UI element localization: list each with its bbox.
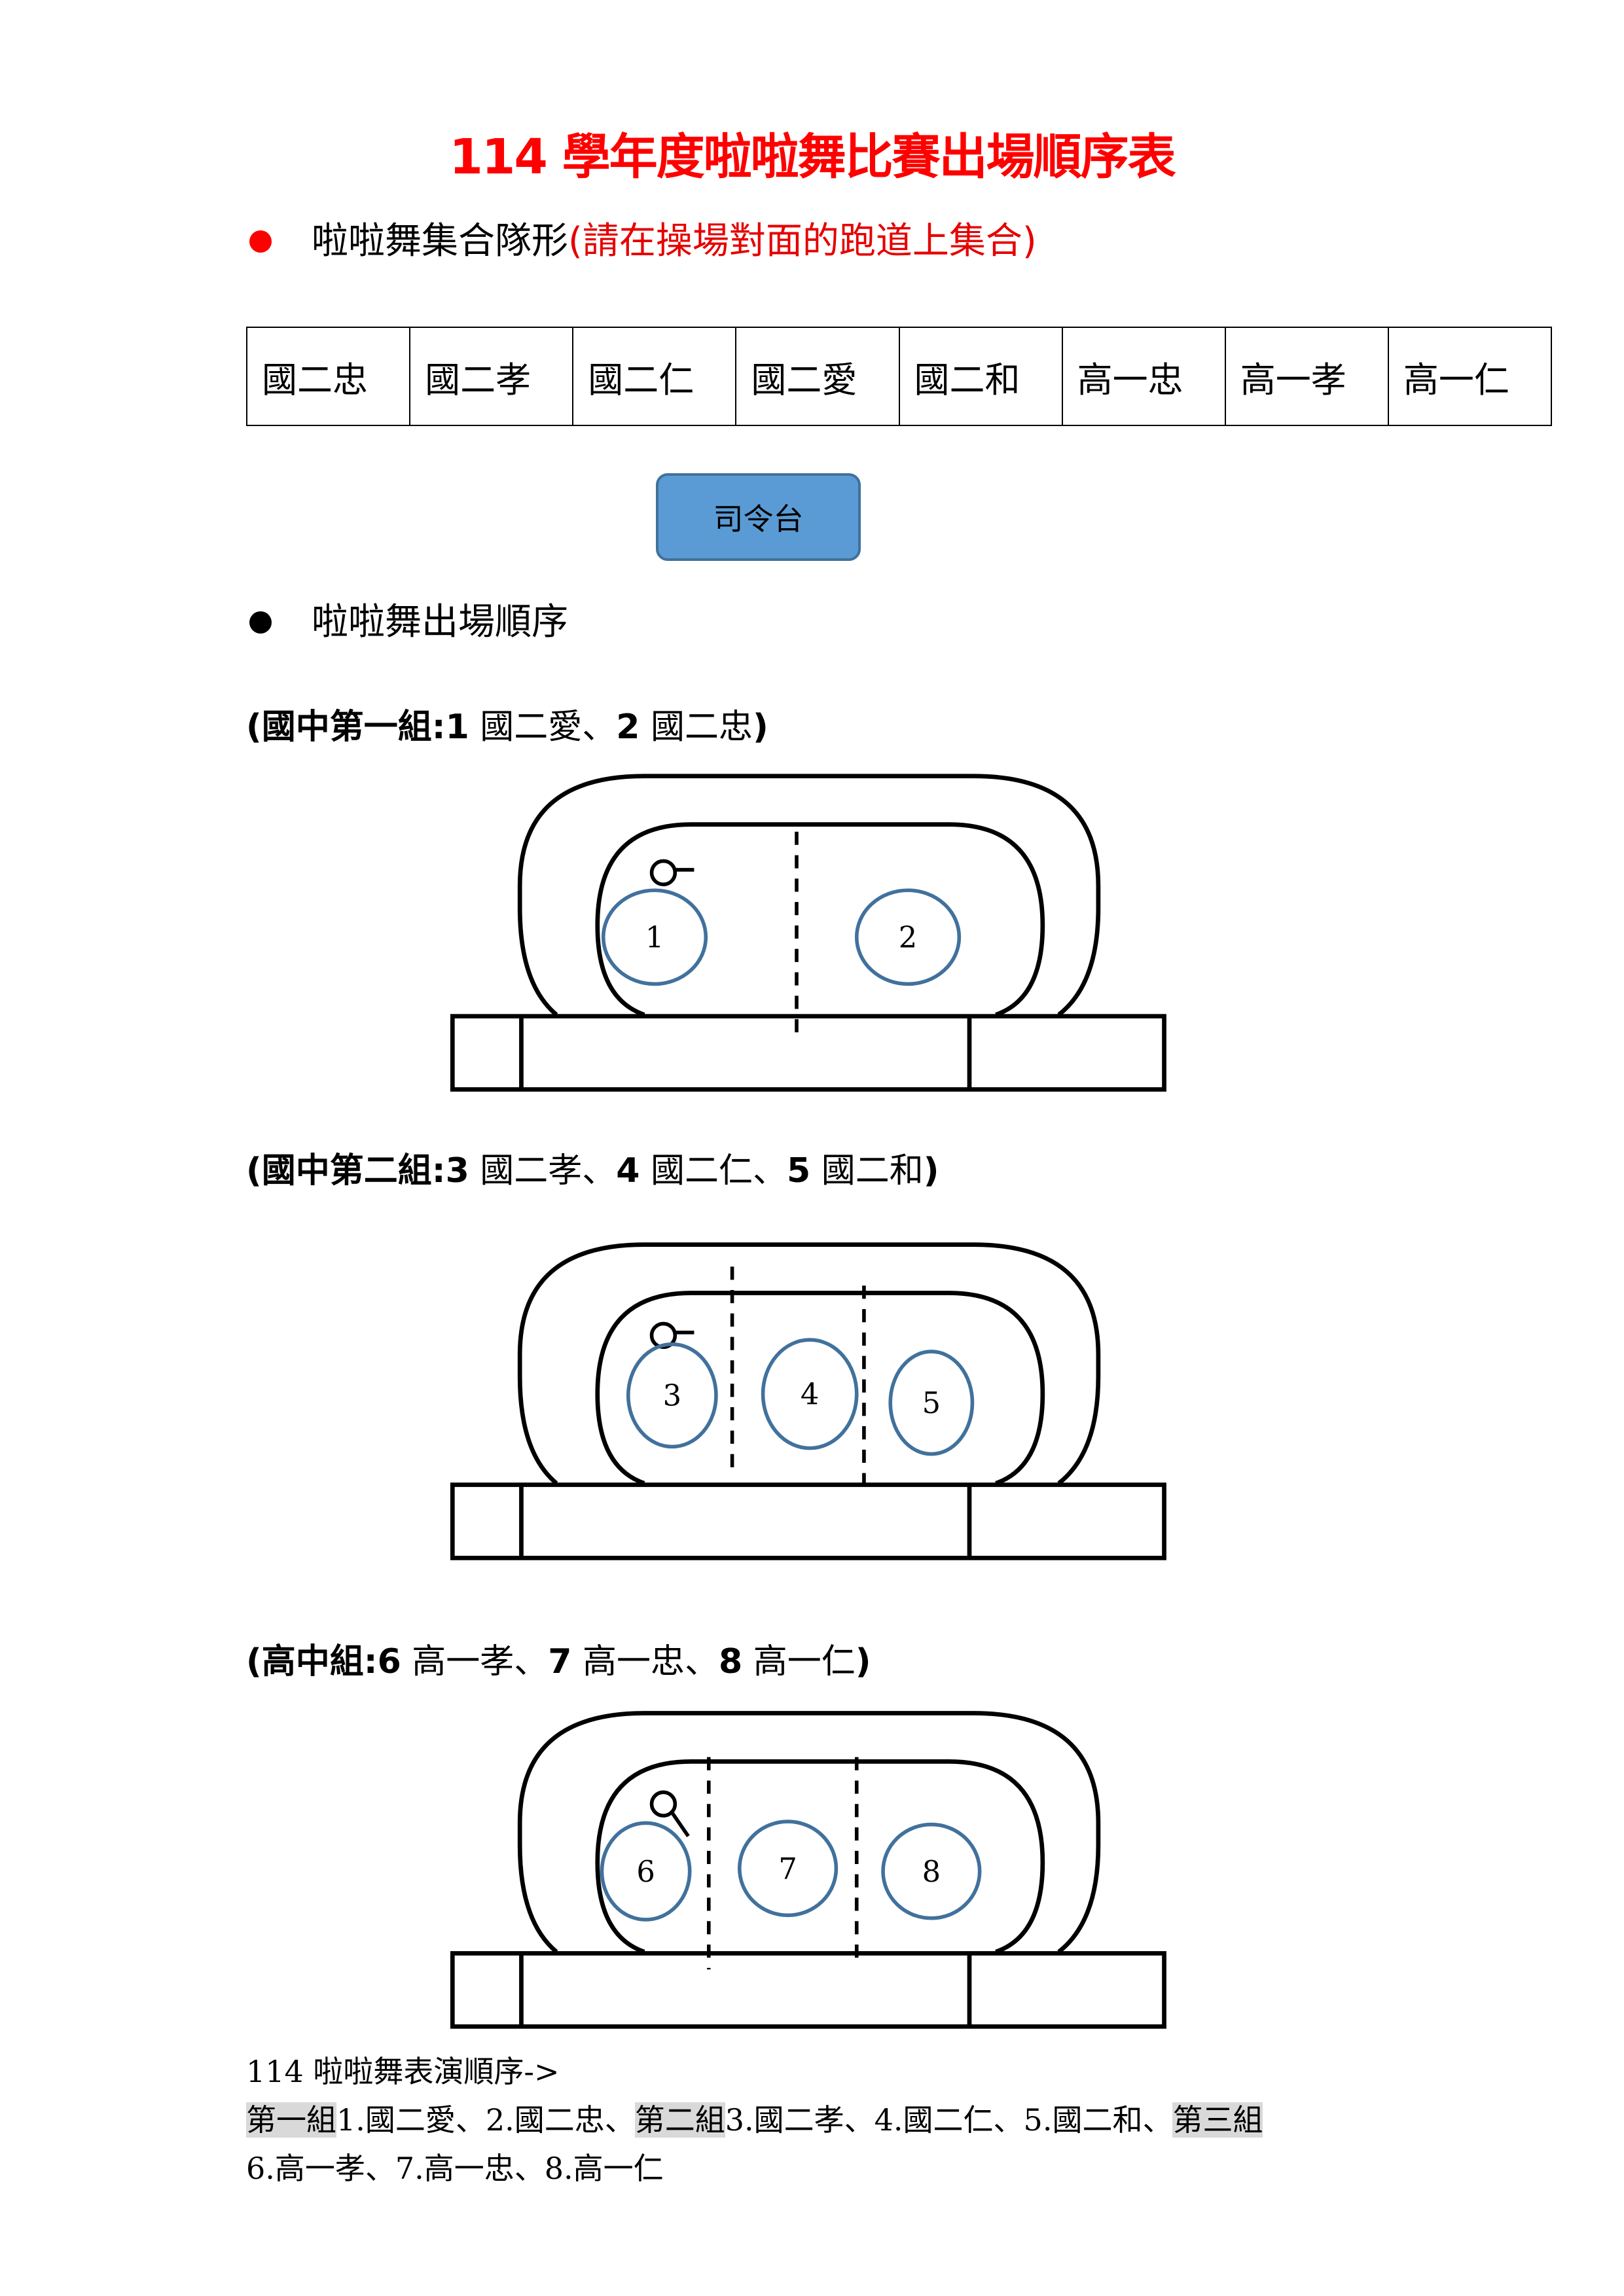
formation-cell: 國二和 [898, 327, 1063, 426]
formation-cell: 國二孝 [409, 327, 574, 426]
formation-cell: 國二仁 [572, 327, 737, 426]
team-circle [881, 1822, 982, 1920]
coach-icon [649, 1790, 690, 1838]
group-label-1: (國中第一組:1 國二愛、2 國二忠) [246, 708, 768, 747]
team-number: 8 [922, 1854, 941, 1889]
formation-cell: 國二忠 [245, 327, 411, 426]
team-circle [601, 888, 708, 986]
coach-icon [649, 859, 695, 887]
group-2-tag: 第二組 [634, 2102, 725, 2138]
bullet-icon [249, 611, 272, 634]
stage-diagram-1: 1 2 [452, 776, 1164, 1090]
stage-diagram-2: 3 4 5 [452, 1245, 1164, 1558]
bullet-icon [249, 230, 272, 253]
group-1-tag: 第一組 [246, 2102, 336, 2138]
assembly-label: 啦啦舞集合隊形 [312, 220, 568, 262]
team-number: 1 [645, 920, 664, 955]
sequence-line-1: 第一組1.國二愛、2.國二忠、第二組3.國二孝、4.國二仁、5.國二和、第三組 [246, 2102, 1263, 2138]
team-number: 7 [778, 1851, 797, 1886]
team-number: 2 [899, 920, 917, 955]
section-assembly-heading: 啦啦舞集合隊形(請在操場對面的跑道上集合) [312, 219, 1037, 264]
team-circle [888, 1350, 975, 1456]
formation-cell: 高一孝 [1224, 327, 1389, 426]
stage-diagram-3: 6 7 8 [452, 1713, 1164, 2027]
team-circle [626, 1342, 718, 1449]
team-circle [737, 1820, 839, 1918]
page-title: 114 學年度啦啦舞比賽出場順序表 [449, 129, 1176, 185]
formation-cell: 高一仁 [1387, 327, 1553, 426]
formation-cell: 高一忠 [1061, 327, 1226, 426]
team-number: 4 [801, 1377, 819, 1412]
team-circle [761, 1338, 859, 1450]
team-number: 6 [636, 1854, 655, 1889]
assembly-note: (請在操場對面的跑道上集合) [568, 220, 1037, 262]
coach-icon [649, 1321, 695, 1350]
formation-cell: 國二愛 [735, 327, 900, 426]
team-number: 5 [922, 1386, 941, 1420]
stage-button: 司令台 [656, 473, 861, 561]
formation-table: 國二忠 國二孝 國二仁 國二愛 國二和 高一忠 高一孝 高一仁 [245, 327, 1553, 426]
sequence-heading: 114 啦啦舞表演順序-> [246, 2054, 560, 2089]
team-number: 3 [663, 1378, 681, 1413]
group-label-2: (國中第二組:3 國二孝、4 國二仁、5 國二和) [246, 1151, 939, 1191]
group-label-3: (高中組:6 高一孝、7 高一忠、8 高一仁) [246, 1642, 871, 1681]
team-circle [600, 1821, 692, 1922]
section-order-heading: 啦啦舞出場順序 [312, 601, 568, 643]
team-circle [854, 888, 962, 986]
sequence-line-2: 6.高一孝、7.高一忠、8.高一仁 [246, 2151, 664, 2186]
group-3-tag: 第三組 [1172, 2102, 1263, 2138]
